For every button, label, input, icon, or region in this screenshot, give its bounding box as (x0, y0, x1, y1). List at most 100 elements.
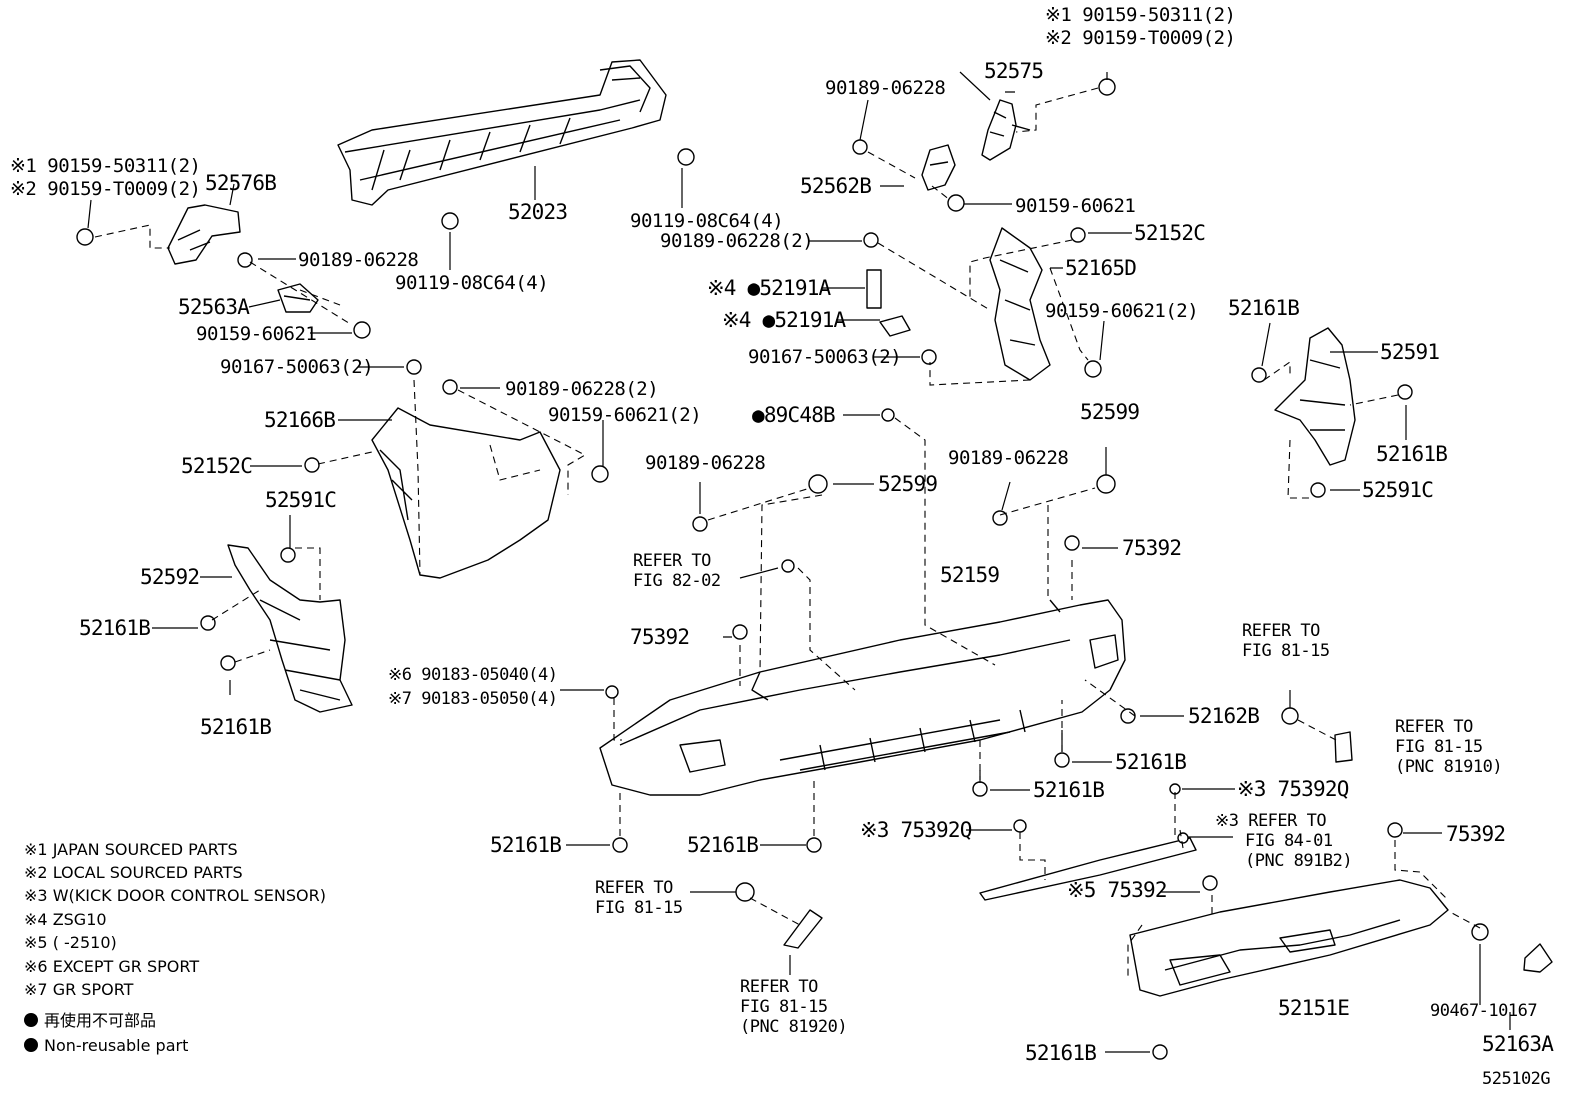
label-75392-s5: ※5 75392 (1067, 878, 1168, 902)
part-reflector-81910 (1334, 731, 1353, 763)
label-90189-06228-left: 90189-06228 (298, 249, 419, 271)
label-90189-06228-2: 90189-06228(2) (660, 230, 814, 252)
legend-item-6: ※6 EXCEPT GR SPORT (24, 957, 200, 976)
clip-icon (881, 408, 895, 422)
label-90119-08C64-4-a: 90119-08C64(4) (630, 210, 784, 232)
label-refer-to-81910-c: (PNC 81910) (1395, 757, 1503, 777)
part-52151E-garnish (1129, 879, 1449, 997)
label-90159-60621-2-right: 90159-60621(2) (1045, 300, 1199, 322)
label-52161B-mid: 52161B (1033, 778, 1105, 802)
bolt-icon (947, 194, 965, 212)
label-90467-10167: 90467-10167 (1430, 1001, 1538, 1021)
label-75392Q-left: ※3 75392Q (860, 818, 972, 842)
bolt-icon (353, 321, 371, 339)
clip-icon (781, 559, 795, 573)
clip-icon (1471, 923, 1489, 941)
clip-icon (304, 457, 320, 473)
part-52562B-clip (921, 144, 956, 191)
legend-item-3: ※3 W(KICK DOOR CONTROL SENSOR) (24, 886, 326, 905)
part-52023-reinforcement (337, 59, 667, 206)
clip-icon (1397, 384, 1413, 400)
clip-icon (863, 232, 879, 248)
label-90183-05040: ※6 90183-05040(4) (388, 665, 558, 685)
clip-icon (1064, 535, 1080, 551)
label-refer-to-891B2-c: (PNC 891B2) (1245, 851, 1353, 871)
label-90159-T0009-upper-right: ※2 90159-T0009(2) (1045, 27, 1236, 49)
clip-icon (237, 252, 253, 268)
part-52166B-side-cover (371, 407, 561, 579)
label-52161B-right-mid: 52161B (1376, 442, 1448, 466)
bolt-icon (441, 212, 459, 230)
legend-item-4: ※4 ZSG10 (24, 910, 107, 929)
label-52562B: 52562B (800, 174, 872, 198)
label-52152C-left: 52152C (181, 454, 253, 478)
legend-item-1: ※1 JAPAN SOURCED PARTS (24, 840, 238, 859)
screw-icon (406, 359, 422, 375)
label-52161B-left-b: 52161B (200, 715, 272, 739)
clip-icon (692, 516, 708, 532)
label-75392Q-right: ※3 75392Q (1237, 777, 1349, 801)
legend-item-7: ※7 GR SPORT (24, 980, 134, 999)
clip-icon (1251, 367, 1267, 383)
label-refer-to-81-15-b: FIG 81-15 (1242, 641, 1330, 661)
part-52576B-bracket (167, 204, 241, 265)
clip-icon (220, 655, 236, 671)
legend-item-9: Non-reusable part (24, 1036, 188, 1056)
label-52191A-a: ※4 ●52191A (707, 276, 831, 300)
label-90189-06228: 90189-06228 (825, 77, 946, 99)
bolt-icon (1084, 360, 1102, 378)
label-refer-to-81920-a: REFER TO (740, 977, 818, 997)
label-52151E: 52151E (1278, 996, 1350, 1020)
label-90119-08C64-4-b: 90119-08C64(4) (395, 272, 549, 294)
label-52161B-bottom-c: 52161B (1025, 1041, 1097, 1065)
label-52163A: 52163A (1482, 1032, 1554, 1056)
label-90159-T0009-left: ※2 90159-T0009(2) (10, 178, 201, 200)
label-52191A-b: ※4 ●52191A (722, 308, 846, 332)
part-reflector-81920 (783, 909, 823, 949)
part-52165D-bracket (989, 227, 1051, 381)
label-refer-to-81920-c: (PNC 81920) (740, 1017, 848, 1037)
non-reusable-dot-icon (24, 1038, 38, 1052)
label-52563A: 52563A (178, 295, 250, 319)
clip-icon (1054, 752, 1070, 768)
nut-icon (280, 547, 296, 563)
label-refer-to-81-15-c: REFER TO (595, 878, 673, 898)
bolt-icon (76, 228, 94, 246)
label-52161B-mid-right: 52161B (1115, 750, 1187, 774)
label-52599-right: 52599 (1080, 400, 1140, 424)
label-52591C-left: 52591C (265, 488, 337, 512)
label-refer-to-82-02-b: FIG 82-02 (633, 571, 721, 591)
label-52159: 52159 (940, 563, 1000, 587)
nut-icon (1310, 482, 1326, 498)
label-52166B: 52166B (264, 408, 336, 432)
label-52023: 52023 (508, 200, 568, 224)
label-90189-06228-mid: 90189-06228 (645, 452, 766, 474)
clip-icon (612, 837, 628, 853)
label-90159-60621-left: 90159-60621 (196, 323, 317, 345)
legend-item-8: 再使用不可部品 (24, 1011, 156, 1031)
label-90167-50063-2-left: 90167-50063(2) (220, 356, 374, 378)
label-refer-to-82-02-a: REFER TO (633, 551, 711, 571)
clip-icon (732, 624, 748, 640)
label-52161B-bottom-a: 52161B (490, 833, 562, 857)
clip-icon (1202, 875, 1218, 891)
label-refer-to-891B2-b: FIG 84-01 (1245, 831, 1333, 851)
label-75392-right: 75392 (1122, 536, 1182, 560)
label-90183-05050: ※7 90183-05050(4) (388, 689, 558, 709)
legend-item-2: ※2 LOCAL SOURCED PARTS (24, 863, 243, 882)
label-52599-mid: 52599 (878, 472, 938, 496)
clip-icon (806, 837, 822, 853)
screw-icon (921, 349, 937, 365)
part-75392Q-sensor-strip (979, 837, 1197, 901)
label-52591C-right: 52591C (1362, 478, 1434, 502)
label-90189-06228-2-left: 90189-06228(2) (505, 378, 659, 400)
clip-icon (1152, 1044, 1168, 1060)
label-52162B: 52162B (1188, 704, 1260, 728)
clip-icon (1070, 227, 1086, 243)
label-refer-to-81-15-a: REFER TO (1242, 621, 1320, 641)
label-52592: 52592 (140, 565, 200, 589)
part-52159-bumper-cover (599, 599, 1126, 796)
